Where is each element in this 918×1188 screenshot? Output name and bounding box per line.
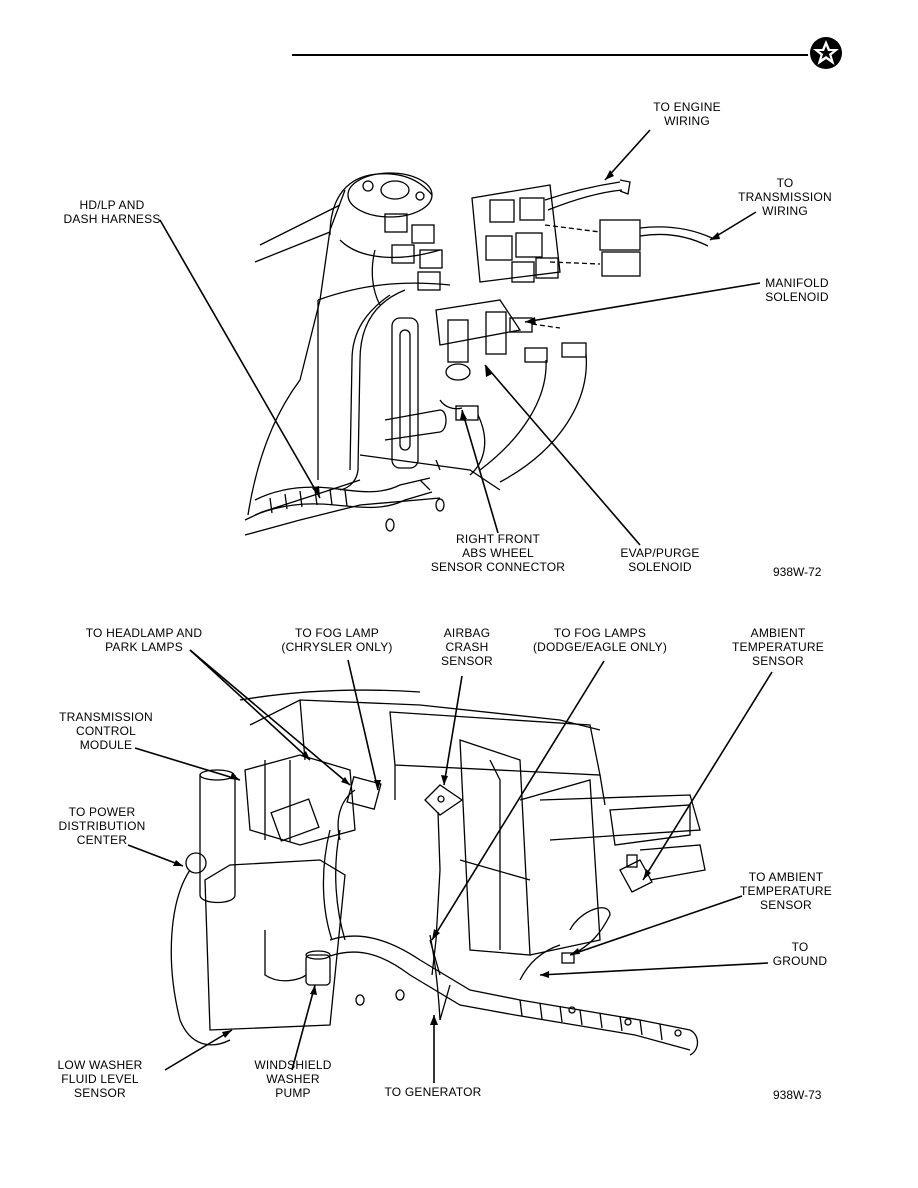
label-line: MANIFOLD bbox=[765, 276, 829, 290]
label-line: TO ENGINE bbox=[653, 100, 721, 114]
label-airbag-crash-sensor: AIRBAG CRASH SENSOR bbox=[434, 626, 500, 668]
label-manifold-solenoid: MANIFOLD SOLENOID bbox=[756, 276, 838, 304]
label-line: SENSOR bbox=[441, 654, 493, 668]
label-line: (CHRYSLER ONLY) bbox=[281, 640, 393, 654]
label-line: PARK LAMPS bbox=[105, 640, 183, 654]
label-line: WIRING bbox=[762, 204, 808, 218]
label-line: TO POWER bbox=[68, 805, 136, 819]
label-line: SENSOR bbox=[752, 654, 804, 668]
label-low-washer-fluid-level-sensor: LOW WASHER FLUID LEVEL SENSOR bbox=[52, 1058, 148, 1100]
label-line: CRASH bbox=[445, 640, 489, 654]
label-line: AMBIENT bbox=[750, 626, 806, 640]
label-line: ABS WHEEL bbox=[462, 546, 534, 560]
label-line: TO bbox=[791, 940, 809, 954]
pentastar-logo-icon bbox=[810, 37, 842, 69]
label-to-ground: TO GROUND bbox=[766, 940, 834, 968]
label-transmission-control-module: TRANSMISSION CONTROL MODULE bbox=[52, 710, 160, 752]
label-line: SENSOR bbox=[760, 898, 812, 912]
label-line: PUMP bbox=[275, 1086, 311, 1100]
figure-id-1: 938W-72 bbox=[773, 565, 822, 579]
figure1-drawing bbox=[244, 172, 713, 536]
label-line: TRANSMISSION bbox=[59, 710, 153, 724]
label-line: CONTROL bbox=[75, 724, 137, 738]
label-line: SENSOR CONNECTOR bbox=[430, 560, 566, 574]
label-line: TO HEADLAMP AND bbox=[85, 626, 203, 640]
label-line: EVAP/PURGE bbox=[620, 546, 700, 560]
figure1-leaders bbox=[159, 129, 761, 546]
label-line: DASH HARNESS bbox=[63, 212, 161, 226]
label-line: WASHER bbox=[266, 1072, 320, 1086]
label-line: WINDSHIELD bbox=[254, 1058, 332, 1072]
label-line: LOW WASHER bbox=[57, 1058, 143, 1072]
label-line: MODULE bbox=[79, 738, 133, 752]
label-headlamp-park-lamps: TO HEADLAMP AND PARK LAMPS bbox=[76, 626, 212, 654]
label-fog-lamps-dodge: TO FOG LAMPS (DODGE/EAGLE ONLY) bbox=[526, 626, 674, 654]
label-line: TO FOG LAMPS bbox=[553, 626, 647, 640]
label-line: HD/LP AND bbox=[79, 198, 145, 212]
figure1-arrowheads bbox=[312, 170, 720, 498]
label-ambient-temperature-sensor-right: TO AMBIENT TEMPERATURE SENSOR bbox=[736, 870, 836, 912]
label-line: CENTER bbox=[76, 833, 128, 847]
label-hdlp-dash-harness: HD/LP AND DASH HARNESS bbox=[56, 198, 168, 226]
label-line: DISTRIBUTION bbox=[58, 819, 146, 833]
figure2-drawing bbox=[170, 689, 706, 1056]
figure2-leaders bbox=[127, 649, 773, 1083]
label-line: SENSOR bbox=[74, 1086, 126, 1100]
label-line: SOLENOID bbox=[765, 290, 829, 304]
label-evap-purge-solenoid: EVAP/PURGE SOLENOID bbox=[610, 546, 710, 574]
label-engine-wiring: TO ENGINE WIRING bbox=[642, 100, 732, 128]
label-line: TO GENERATOR bbox=[384, 1085, 482, 1099]
label-fog-lamp-chrysler: TO FOG LAMP (CHRYSLER ONLY) bbox=[280, 626, 394, 654]
label-line: TO FOG LAMP bbox=[295, 626, 379, 640]
label-line: FLUID LEVEL bbox=[61, 1072, 139, 1086]
label-line: SOLENOID bbox=[628, 560, 692, 574]
label-line: GROUND bbox=[772, 954, 828, 968]
label-line: TEMPERATURE bbox=[732, 640, 824, 654]
figure-id-2: 938W-73 bbox=[773, 1088, 822, 1102]
label-windshield-washer-pump: WINDSHIELD WASHER PUMP bbox=[248, 1058, 338, 1100]
label-to-generator: TO GENERATOR bbox=[378, 1085, 488, 1099]
label-line: (DODGE/EAGLE ONLY) bbox=[532, 640, 668, 654]
label-line: WIRING bbox=[664, 114, 710, 128]
label-line: TEMPERATURE bbox=[740, 884, 832, 898]
label-abs-sensor-connector: RIGHT FRONT ABS WHEEL SENSOR CONNECTOR bbox=[428, 532, 568, 574]
label-line: TRANSMISSION bbox=[738, 190, 832, 204]
label-line: TO bbox=[776, 176, 794, 190]
figure2-arrowheads bbox=[173, 751, 651, 1038]
label-ambient-temperature-sensor-top: AMBIENT TEMPERATURE SENSOR bbox=[722, 626, 834, 668]
label-line: AIRBAG bbox=[443, 626, 491, 640]
label-power-distribution-center: TO POWER DISTRIBUTION CENTER bbox=[52, 805, 152, 847]
label-transmission-wiring: TO TRANSMISSION WIRING bbox=[732, 176, 838, 218]
label-line: RIGHT FRONT bbox=[456, 532, 540, 546]
label-line: TO AMBIENT bbox=[748, 870, 824, 884]
